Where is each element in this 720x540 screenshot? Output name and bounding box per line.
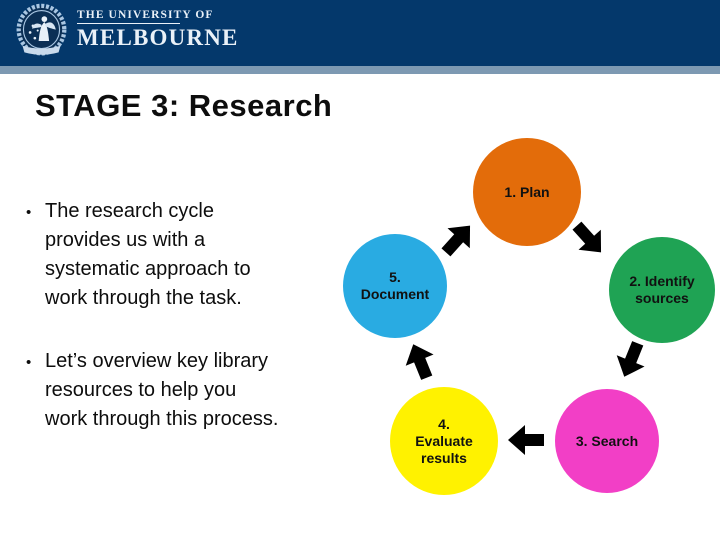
bullet-text: Let’s overview key library resources to … xyxy=(45,350,279,430)
arrow-identify-to-search-icon xyxy=(602,331,659,388)
cycle-step-identify-sources: 2. Identify sources xyxy=(609,237,715,343)
wordmark-line2: MELBOURNE xyxy=(77,25,239,50)
cycle-step-evaluate-results: 4. Evaluate results xyxy=(390,387,498,495)
header-bar: THE UNIVERSITY OF MELBOURNE xyxy=(0,0,720,66)
bullet-text: The research cycle provides us with a sy… xyxy=(45,200,251,309)
cycle-step-label: 2. Identify sources xyxy=(629,273,695,306)
cycle-step-label: 4. Evaluate results xyxy=(415,415,473,466)
cycle-step-label: 5. Document xyxy=(360,269,430,302)
wordmark-line1: THE UNIVERSITY OF xyxy=(77,9,214,21)
cycle-step-label: 3. Search xyxy=(575,432,639,449)
arrow-search-to-evaluate-icon xyxy=(504,418,548,462)
slide-title: STAGE 3: Research xyxy=(35,88,333,123)
wordmark-divider xyxy=(77,23,180,24)
cycle-step-plan: 1. Plan xyxy=(473,138,581,246)
arrow-evaluate-to-document-icon xyxy=(391,332,448,389)
bullet-item: • The research cycle provides us with a … xyxy=(26,197,356,313)
university-crest-logo xyxy=(16,3,67,56)
bullet-item: • Let’s overview key library resources t… xyxy=(26,347,356,434)
arrow-document-to-plan-icon xyxy=(427,208,489,270)
bullet-list: • The research cycle provides us with a … xyxy=(26,197,356,468)
cycle-step-label: 1. Plan xyxy=(504,183,550,200)
bullet-marker: • xyxy=(26,354,32,371)
cycle-step-document: 5. Document xyxy=(343,234,447,338)
cycle-step-search: 3. Search xyxy=(555,389,659,493)
university-wordmark: THE UNIVERSITY OF MELBOURNE xyxy=(77,9,239,51)
arrow-plan-to-identify-icon xyxy=(558,208,620,270)
header-accent-band xyxy=(0,66,720,74)
bullet-marker: • xyxy=(26,204,32,221)
